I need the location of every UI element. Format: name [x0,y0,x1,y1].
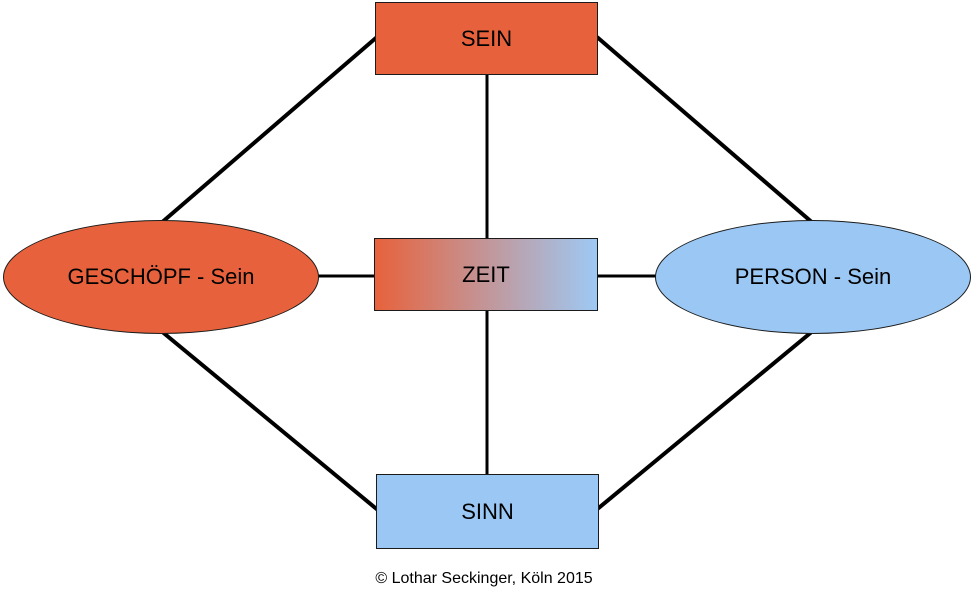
node-zeit-label: ZEIT [462,261,510,287]
edge-sein-geschoepf [158,35,379,226]
edge-geschoepf-sinn [158,328,381,513]
node-person-sein-label: PERSON - Sein [734,264,892,289]
edge-sein-person [595,35,816,226]
copyright-caption: © Lothar Seckinger, Köln 2015 [375,570,593,587]
node-sein: SEIN [375,2,598,75]
node-sinn: SINN [376,474,599,549]
node-geschoepf-sein: GESCHÖPF - Sein [3,220,319,334]
node-person-sein: PERSON - Sein [655,220,971,334]
node-geschoepf-sein-label: GESCHÖPF - Sein [67,264,255,289]
node-sein-label: SEIN [460,25,513,51]
node-zeit: ZEIT [374,238,598,311]
node-sinn-label: SINN [461,498,514,524]
edge-person-sinn [593,328,816,513]
